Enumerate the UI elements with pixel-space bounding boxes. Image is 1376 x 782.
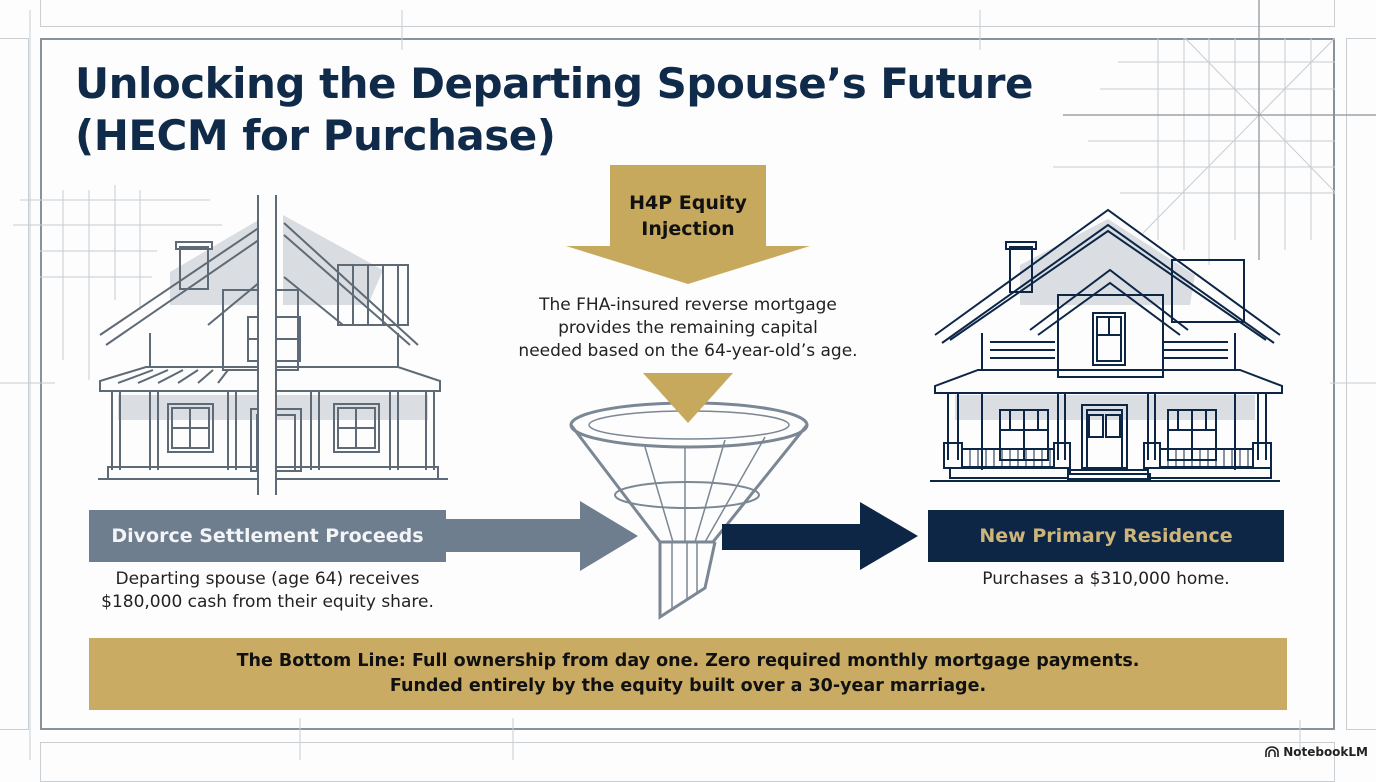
split-house-icon: [98, 195, 448, 500]
new-residence-label: New Primary Residence: [979, 525, 1233, 547]
left-desc-line-2: $180,000 cash from their equity share.: [101, 592, 434, 612]
bottom-line-banner: The Bottom Line: Full ownership from day…: [89, 638, 1287, 710]
new-residence-description: Purchases a $310,000 home.: [982, 569, 1230, 589]
injection-desc-line-1: The FHA-insured reverse mortgage: [539, 295, 837, 315]
purchase-arrow-shaft: [722, 524, 862, 550]
bottom-line-text-2: Funded entirely by the equity built over…: [389, 676, 987, 696]
injection-label-line-2: Injection: [641, 218, 735, 240]
bottom-line-text-1: The Bottom Line: Full ownership from day…: [236, 651, 1140, 671]
h4p-injection-label: H4P Equity Injection: [610, 190, 766, 242]
divorce-settlement-box: Divorce Settlement Proceeds: [89, 510, 446, 562]
h4p-injection-arrow-body: [610, 165, 766, 247]
divorce-settlement-description: Departing spouse (age 64) receives $180,…: [60, 568, 475, 614]
page-title: Unlocking the Departing Spouse’s Future …: [75, 58, 1033, 162]
purchase-arrow-head: [860, 502, 918, 570]
title-line-1: Unlocking the Departing Spouse’s Future: [75, 59, 1033, 108]
main-frame: [40, 38, 1335, 730]
title-line-2: (HECM for Purchase): [75, 111, 556, 160]
new-residence-box: New Primary Residence: [928, 510, 1284, 562]
left-desc-line-1: Departing spouse (age 64) receives: [115, 569, 420, 589]
house-icon: [930, 208, 1283, 482]
equity-drop-triangle: [643, 373, 733, 423]
divorce-settlement-label: Divorce Settlement Proceeds: [111, 525, 424, 547]
brand-name: NotebookLM: [1283, 745, 1368, 759]
notebooklm-brand: NotebookLM: [1265, 745, 1368, 759]
h4p-injection-arrow-head: [566, 246, 810, 284]
funnel-icon: [569, 401, 809, 620]
h4p-injection-description: The FHA-insured reverse mortgage provide…: [480, 294, 896, 363]
notebooklm-logo-icon: [1265, 746, 1279, 757]
blueprint-frame-right: [1346, 38, 1376, 730]
blueprint-frame-left: [0, 38, 29, 730]
proceeds-arrow-shaft: [446, 519, 581, 552]
injection-desc-line-2: provides the remaining capital: [558, 318, 818, 338]
injection-label-line-1: H4P Equity: [629, 192, 747, 214]
proceeds-arrow-head: [580, 501, 638, 571]
blueprint-frame-top: [40, 0, 1335, 27]
injection-desc-line-3: needed based on the 64-year-old’s age.: [518, 341, 858, 361]
